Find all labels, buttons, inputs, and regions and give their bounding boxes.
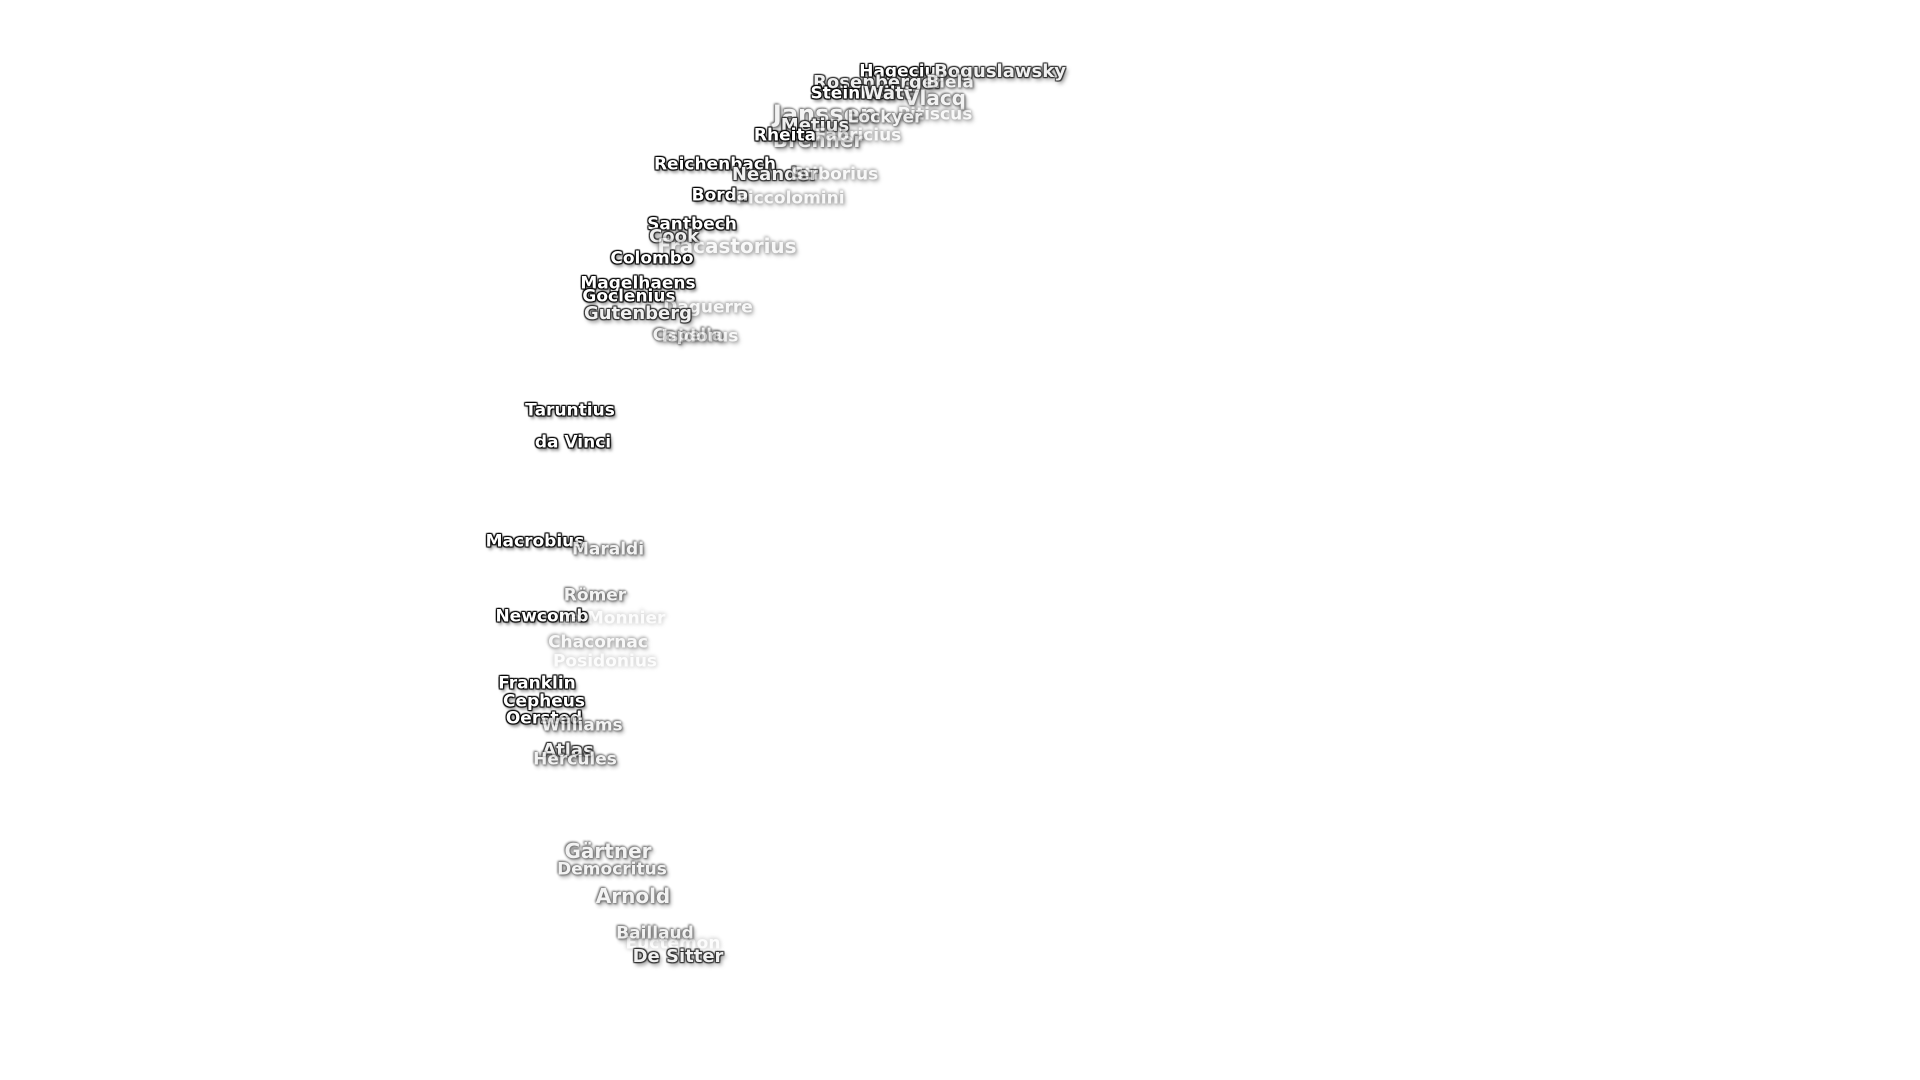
label-maraldi: Maraldi: [571, 539, 645, 560]
label-hagecius: Hagecius: [859, 61, 947, 82]
label-democritus: Democritus: [557, 859, 667, 880]
label-fabricius: Fabricius: [814, 125, 902, 146]
label-hercules: Hercules: [533, 749, 617, 770]
label-macrobius: Macrobius: [485, 531, 585, 552]
label-biela: Biela: [926, 72, 974, 93]
label-pitiscus: Pitiscus: [897, 104, 973, 125]
label-franklin: Franklin: [498, 673, 576, 694]
label-taruntius: Taruntius: [525, 400, 615, 421]
label-lockyer: Lockyer: [847, 107, 923, 128]
label-da-vinci: da Vinci: [534, 432, 612, 453]
label-metius: Metius: [780, 115, 850, 136]
label-euctemon: Euctemon: [625, 933, 721, 954]
label-reichenbach: Reichenbach: [653, 154, 777, 175]
label-daguerre: Daguerre: [663, 297, 753, 318]
label-neander: Neander: [731, 164, 819, 185]
label-chacornac: Chacornac: [548, 632, 648, 653]
label-piccolomini: Piccolomini: [735, 188, 845, 209]
label-gutenberg: Gutenberg: [583, 303, 693, 324]
label-janssen: Janssen: [772, 100, 878, 128]
label-le-monnier: Le Monnier: [558, 608, 666, 629]
label-colombo: Colombo: [610, 248, 694, 269]
label-oersted: Oersted: [505, 708, 583, 729]
label-vlacq: Vlacq: [903, 86, 967, 110]
label-steinheil: Steinheil: [810, 83, 896, 104]
label-goclenius: Goclenius: [582, 286, 676, 307]
label-rheita: Rheita: [753, 125, 817, 146]
label-brenner: Brenner: [772, 128, 864, 152]
label-baillaud: Baillaud: [616, 923, 694, 944]
label-arnold: Arnold: [595, 884, 671, 908]
label-rosenberger: Rosenberger: [813, 72, 943, 93]
label-atlas: Atlas: [542, 740, 594, 761]
label-newcomb: Newcomb: [495, 606, 589, 627]
label-borda: Borda: [691, 185, 749, 206]
label-de-sitter: De Sitter: [632, 946, 724, 967]
label-magelhaens: Magelhaens: [580, 273, 696, 294]
label-isidorus: Isidorus: [661, 326, 739, 347]
label-capella: Capella: [652, 325, 724, 346]
label-santbech: Santbech: [647, 214, 737, 235]
label-watt: Watt: [863, 83, 913, 104]
label-posidonius: Posidonius: [552, 651, 658, 672]
label-williams: Williams: [541, 715, 623, 736]
label-stiborius: Stiborius: [791, 164, 879, 185]
label-cook: Cook: [649, 226, 699, 247]
label-gartner: Gärtner: [564, 839, 652, 863]
label-boguslawsky: Boguslawsky: [934, 61, 1066, 82]
label-cepheus: Cepheus: [502, 691, 586, 712]
label-romer: Römer: [563, 585, 627, 606]
label-fracastorius: Fracastorius: [657, 234, 797, 258]
